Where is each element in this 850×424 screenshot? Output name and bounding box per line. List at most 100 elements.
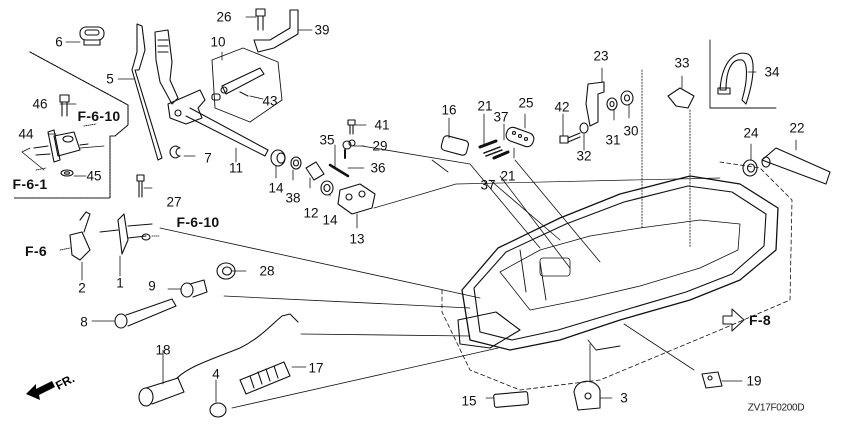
inset-boundary: [13, 51, 129, 199]
part-label-1: 1: [116, 275, 124, 291]
part-37-spring: [483, 146, 503, 157]
part-label-42: 42: [554, 99, 570, 115]
part-label-33: 33: [674, 55, 690, 71]
part-35-pin: [328, 163, 350, 178]
part-1-valve: [99, 213, 153, 255]
part-label-43: 43: [262, 93, 278, 109]
part-label-29: 29: [372, 138, 388, 154]
part-label-13: 13: [349, 231, 365, 247]
part-label-41: 41: [374, 117, 390, 133]
part-31-washer: [606, 97, 618, 111]
part-34-strap: [717, 52, 754, 105]
part-5-rod: [131, 23, 163, 161]
part-label-19: 19: [746, 373, 762, 389]
part-27-bolt: [136, 174, 145, 198]
part-label-14a: 14: [268, 180, 284, 196]
part-24-grommet: [742, 159, 758, 177]
part-43-link: [211, 67, 265, 101]
part-8-shaft: [114, 298, 177, 329]
part-label-46: 46: [32, 96, 48, 112]
part-label-25: 25: [518, 95, 534, 111]
part-label-14b: 14: [322, 212, 338, 228]
part-17-spring: [239, 361, 291, 395]
part-label-27: 27: [166, 194, 182, 210]
part-2-valve: [69, 211, 91, 261]
diagram-code: ZV17F0200D: [747, 402, 805, 414]
lower-cover: [457, 175, 779, 351]
part-label-24: 24: [743, 125, 759, 141]
part-16-grommet: [440, 135, 470, 156]
part-label-3: 3: [620, 390, 628, 406]
part-label-37a: 37: [493, 109, 509, 125]
part-label-36: 36: [370, 160, 386, 176]
part-label-22: 22: [789, 120, 805, 136]
part-label-2: 2: [78, 280, 86, 296]
part-13-block: [337, 183, 376, 215]
part-label-7: 7: [204, 150, 212, 166]
part-33-clip: [667, 87, 695, 109]
part-26-bolt: [255, 8, 266, 31]
part-39-bracket: [253, 9, 299, 53]
part-45-washer: [60, 169, 74, 177]
part-18-switch: [138, 313, 299, 407]
part-10-frame: [211, 47, 283, 123]
part-label-17: 17: [308, 360, 324, 376]
part-25-block: [505, 126, 535, 148]
part-label-21b: 21: [500, 168, 516, 184]
part-label-38: 38: [285, 190, 301, 206]
ref-f-8[interactable]: F-8: [749, 312, 771, 328]
part-9-grommet: [180, 279, 208, 298]
part-32-washer: [579, 122, 589, 134]
part-label-31: 31: [605, 132, 621, 148]
part-29-clip: [342, 139, 356, 150]
part-41-bolt: [347, 119, 356, 135]
part-38-washer: [290, 156, 302, 170]
part-label-45: 45: [86, 168, 102, 184]
part-label-32: 32: [576, 148, 592, 164]
part-label-30: 30: [623, 123, 639, 139]
part-14-bushing-a: [270, 149, 286, 167]
part-19-clip: [701, 371, 723, 389]
ref-f-6-10-mid[interactable]: F-6-10: [176, 214, 220, 230]
part-4-cap: [209, 402, 227, 418]
inset-34-frame: [709, 39, 777, 109]
part-42-bolt: [559, 132, 581, 144]
part-21-pin: [478, 139, 510, 160]
part-23-lever: [585, 81, 605, 127]
part-6-grommet: [79, 26, 105, 46]
part-label-8: 8: [80, 314, 88, 330]
part-15-pad: [493, 391, 529, 408]
part-label-9: 9: [148, 278, 156, 294]
part-22-handle: [761, 147, 831, 185]
part-label-18: 18: [155, 342, 171, 358]
part-label-39: 39: [314, 22, 330, 38]
part-label-12: 12: [303, 205, 319, 221]
part-label-28: 28: [259, 263, 275, 279]
part-7-clip: [169, 145, 181, 159]
part-30-washer: [620, 90, 634, 106]
part-11-shift-lever: [154, 29, 269, 157]
part-label-5: 5: [106, 71, 114, 87]
f8-arrow-icon: [722, 308, 745, 332]
part-label-34: 34: [764, 64, 780, 80]
part-label-6: 6: [55, 34, 63, 50]
part-label-35: 35: [319, 132, 335, 148]
cover-envelope: [441, 161, 793, 391]
part-label-11: 11: [228, 160, 244, 176]
front-arrow-icon: [26, 381, 55, 400]
part-12-collar: [305, 161, 325, 181]
part-label-21a: 21: [477, 98, 493, 114]
part-label-26: 26: [216, 9, 232, 25]
ref-f-6[interactable]: F-6: [25, 243, 47, 259]
part-44-valve: [33, 129, 89, 163]
part-label-23: 23: [593, 48, 609, 64]
part-14-bushing-b: [320, 180, 334, 196]
part-3-mount: [573, 380, 601, 411]
part-label-37b: 37: [480, 177, 496, 193]
ref-f-6-1[interactable]: F-6-1: [12, 176, 48, 192]
part-label-16: 16: [441, 102, 457, 118]
part-label-4: 4: [212, 366, 220, 382]
ref-f-6-10-top[interactable]: F-6-10: [77, 108, 121, 124]
